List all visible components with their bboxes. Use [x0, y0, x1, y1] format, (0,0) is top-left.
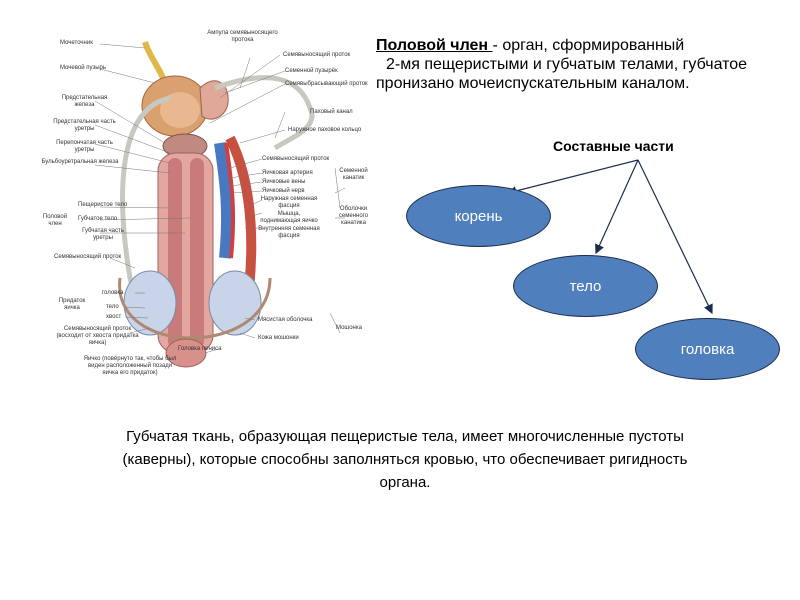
label-inguinal: Паховый канал	[310, 109, 353, 115]
label-prostate: Предстательная железа	[61, 95, 108, 108]
part-glans-node: головка	[635, 318, 780, 380]
label-ureter: Мочеточник	[60, 40, 93, 46]
definition-part2: 2-мя пещеристыми и губчатым телами, губч…	[376, 56, 748, 92]
label-epi-body: тело	[106, 304, 119, 310]
label-penis: Половой член	[42, 214, 68, 227]
label-cremaster: Мышца, поднимающая яичко	[260, 211, 318, 224]
label-ejaculatory: Семявыбрасывающий проток	[285, 81, 368, 87]
definition-dash: -	[492, 37, 503, 54]
description-paragraph: Губчатая ткань, образующая пещеристые те…	[122, 428, 688, 491]
parts-title: Составные части	[553, 138, 674, 154]
label-cavernous: Пещеристое тело	[78, 202, 128, 208]
label-scrotal-skin: Кожа мошонки	[258, 335, 299, 341]
label-ampulla: Ампула семявыносящего протока	[207, 30, 278, 43]
arrow-root	[506, 159, 639, 196]
label-test-veins: Яичковые вены	[262, 179, 306, 185]
label-test-artery: Яичковая артерия	[262, 170, 313, 176]
label-prostatic-urethra: Предстательная часть уретры	[53, 119, 116, 132]
label-ext-inguinal: Наружное паховое кольцо	[288, 127, 362, 133]
label-dartos: Мясистая оболочка	[258, 317, 313, 323]
label-spermatic-cord: Семенной канатик	[339, 168, 368, 181]
label-spongy: Губчатое тело	[78, 216, 118, 222]
anatomy-figure: Мочеточник Мочевой пузырь Предстательная…	[40, 28, 370, 388]
label-glans: Головка пениса	[178, 346, 222, 352]
part-glans-label: головка	[680, 340, 735, 358]
label-vas-mid: Семявыносящий проток	[262, 156, 330, 162]
label-test-nerve: Яичковый нерв	[262, 188, 305, 194]
part-body-node: тело	[513, 255, 658, 317]
part-root-label: корень	[454, 207, 503, 225]
label-vas-rising: Семявыносящий проток (восходит от хвоста…	[56, 326, 139, 346]
label-testis: Яичко (повёрнуто так, чтобы был виден ра…	[83, 356, 177, 376]
label-int-fascia: Внутренняя семенная фасция	[258, 226, 320, 239]
label-epi-head: головка	[102, 290, 124, 296]
label-bladder: Мочевой пузырь	[60, 65, 106, 71]
definition-term: Половой член	[376, 37, 493, 54]
label-vas-top: Семявыносящий проток	[283, 52, 351, 58]
part-body-label: тело	[569, 277, 602, 295]
arrow-body	[595, 159, 639, 255]
label-epididymis: Придаток яичка	[58, 298, 86, 311]
label-seminal-vesicle: Семенной пузырёк	[285, 68, 338, 74]
label-bulbourethral: Бульбоуретральная железа	[41, 159, 119, 165]
definition-part1: орган, сформированный	[502, 37, 685, 54]
label-ext-fascia: Наружная семенная фасция	[260, 196, 318, 209]
anatomy-illustration	[94, 41, 346, 368]
label-epi-tail: хвост	[106, 314, 122, 320]
label-cord-coverings: Оболочки семенного канатика	[338, 206, 369, 226]
label-scrotum: Мошонка	[336, 325, 362, 331]
definition-text: Половой член - орган, сформированный 2-м…	[376, 36, 776, 93]
label-spongy-urethra: Губчатая часть уретры	[82, 228, 124, 241]
part-root-node: корень	[406, 185, 551, 247]
label-vas-deferens-left: Семявыносящий проток	[54, 254, 122, 260]
label-membranous-urethra: Перепончатая часть уретры	[56, 140, 113, 153]
